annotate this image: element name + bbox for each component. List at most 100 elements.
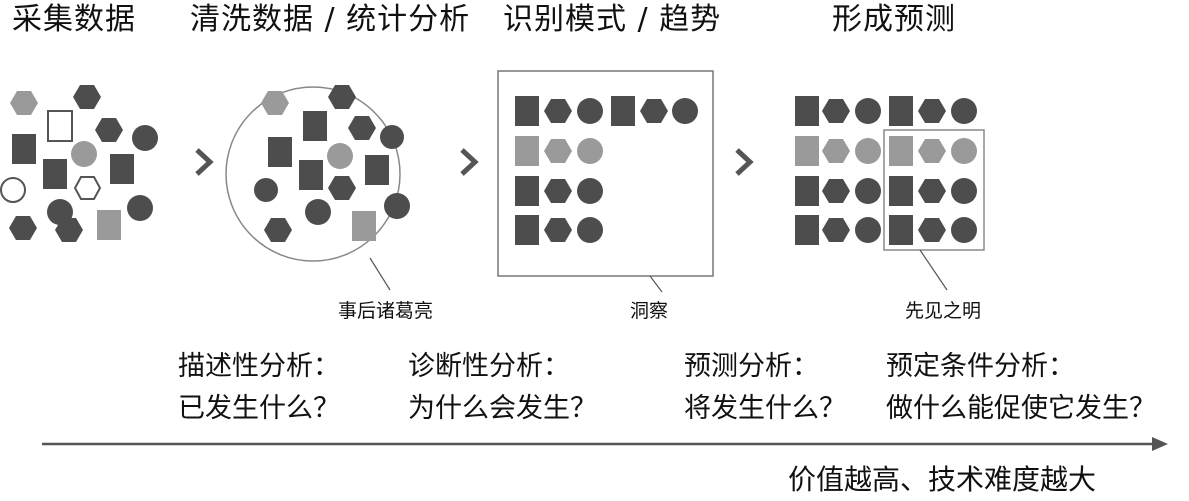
- raw-data-scatter: [0, 85, 158, 242]
- hexagon-shape: [918, 99, 946, 123]
- circle-shape: [577, 217, 603, 243]
- chevron-right-icon: [460, 148, 479, 176]
- hexagon-shape: [918, 179, 946, 203]
- circle-shape: [380, 125, 404, 149]
- chevron-right-icon: [195, 148, 214, 176]
- circle-shape: [384, 193, 410, 219]
- circle-shape: [127, 195, 153, 221]
- circle-shape: [254, 178, 278, 202]
- hexagon-shape: [822, 218, 850, 242]
- hexagon-shape: [55, 218, 83, 242]
- stage-title-pattern: 识别模式 / 趋势: [503, 2, 722, 37]
- circle-shape: [327, 143, 353, 169]
- square-shape: [795, 136, 819, 166]
- square-shape: [12, 134, 36, 164]
- arrowhead-icon: [1152, 437, 1168, 451]
- forecast-highlight-frame: [883, 129, 985, 251]
- square-shape: [110, 154, 134, 184]
- circle-shape: [855, 178, 881, 204]
- analysis-name: 诊断性分析：: [408, 351, 570, 382]
- hexagon-shape: [9, 216, 37, 240]
- hexagon-shape: [328, 85, 356, 109]
- square-shape: [889, 136, 913, 166]
- value-axis-label: 价值越高、技术难度越大: [788, 463, 1097, 496]
- analysis-question: 将发生什么？: [684, 393, 846, 424]
- square-outline-shape: [47, 110, 73, 142]
- callout-leader-line: [369, 257, 391, 291]
- circle-shape: [855, 98, 881, 124]
- hexagon-shape: [822, 179, 850, 203]
- square-shape: [515, 136, 539, 166]
- hexagon-shape: [918, 218, 946, 242]
- callout-insight: 洞察: [630, 300, 669, 322]
- analysis-question: 做什么能促使它发生？: [886, 393, 1156, 424]
- analysis-name: 预测分析：: [684, 351, 819, 382]
- hexagon-shape: [95, 118, 123, 142]
- hexagon-shape: [73, 85, 101, 109]
- hexagon-shape: [264, 218, 292, 242]
- hexagon-shape: [918, 139, 946, 163]
- hexagon-shape: [544, 139, 572, 163]
- square-shape: [43, 159, 67, 189]
- circle-shape: [672, 98, 698, 124]
- circle-shape: [71, 141, 97, 167]
- square-shape: [795, 215, 819, 245]
- circle-shape: [132, 125, 158, 151]
- square-shape: [515, 96, 539, 126]
- callout-leader-line: [649, 275, 663, 293]
- square-shape: [795, 96, 819, 126]
- square-shape: [268, 137, 292, 167]
- stage-title-predict: 形成预测: [832, 2, 956, 37]
- circle-outline-shape: [0, 177, 26, 203]
- prediction-grid: [795, 96, 985, 291]
- circle-shape: [855, 217, 881, 243]
- square-shape: [515, 215, 539, 245]
- circle-shape: [855, 138, 881, 164]
- cleaned-data-circle: [225, 85, 410, 291]
- stage-title-collect: 采集数据: [12, 2, 136, 37]
- callout-foresight: 先见之明: [905, 300, 982, 322]
- hexagon-shape: [544, 99, 572, 123]
- hexagon-shape: [328, 176, 356, 200]
- square-shape: [889, 215, 913, 245]
- hexagon-shape: [544, 179, 572, 203]
- circle-shape: [577, 138, 603, 164]
- circle-shape: [951, 138, 977, 164]
- square-shape: [795, 176, 819, 206]
- hexagon-outline-shape: [73, 176, 102, 200]
- hexagon-shape: [822, 139, 850, 163]
- analysis-question: 为什么会发生？: [408, 393, 597, 424]
- square-shape: [352, 211, 376, 241]
- circle-shape: [305, 199, 331, 225]
- analysis-prescriptive: 预定条件分析： 做什么能促使它发生？: [886, 346, 1156, 430]
- hexagon-shape: [348, 116, 376, 140]
- square-shape: [97, 210, 121, 240]
- hexagon-shape: [822, 99, 850, 123]
- analysis-name: 描述性分析：: [178, 351, 340, 382]
- hexagon-shape: [640, 99, 668, 123]
- value-axis-arrow: [42, 437, 1168, 451]
- square-shape: [515, 176, 539, 206]
- analysis-question: 已发生什么？: [178, 393, 340, 424]
- circle-shape: [951, 98, 977, 124]
- callout-leader-line: [919, 249, 948, 291]
- square-shape: [889, 176, 913, 206]
- circle-shape: [577, 98, 603, 124]
- square-shape: [611, 96, 635, 126]
- pattern-box: [497, 70, 714, 293]
- stage-title-clean: 清洗数据 / 统计分析: [190, 2, 471, 37]
- hexagon-shape: [10, 91, 38, 115]
- circle-shape: [577, 178, 603, 204]
- analysis-predictive: 预测分析： 将发生什么？: [684, 346, 846, 430]
- square-shape: [299, 160, 323, 190]
- callout-hindsight: 事后诸葛亮: [338, 300, 434, 322]
- square-shape: [889, 96, 913, 126]
- analysis-diagnostic: 诊断性分析： 为什么会发生？: [408, 346, 597, 430]
- hexagon-shape: [544, 218, 572, 242]
- square-shape: [365, 155, 389, 185]
- circle-shape: [951, 178, 977, 204]
- square-shape: [303, 111, 327, 141]
- circle-shape: [951, 217, 977, 243]
- analysis-name: 预定条件分析：: [886, 351, 1075, 382]
